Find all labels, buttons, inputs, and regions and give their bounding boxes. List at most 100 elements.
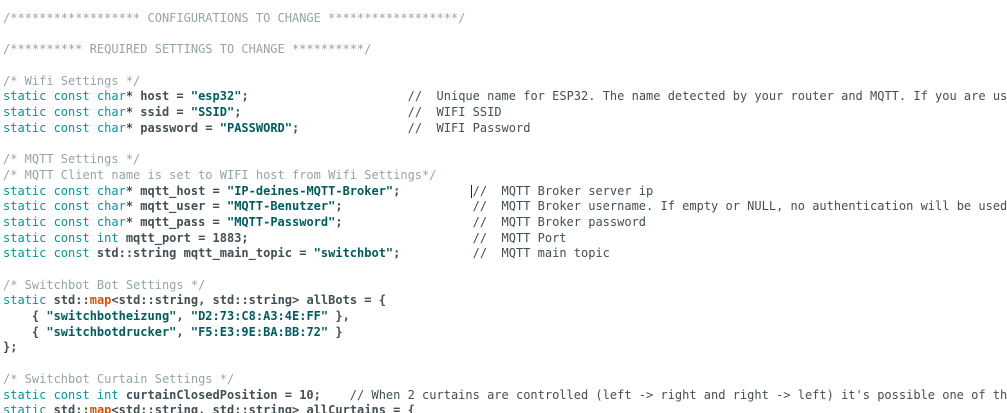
code-line[interactable]: /* Switchbot Bot Settings */	[3, 278, 1007, 294]
code-token: "MQTT-Benutzer"	[226, 199, 336, 214]
code-token: "PASSWORD"	[219, 120, 292, 135]
code-token: /* Switchbot Curtain Settings */	[3, 371, 235, 386]
code-token	[249, 231, 473, 245]
code-token: /* Wifi Settings */	[3, 73, 141, 88]
code-token: /* MQTT Client name is set to WIFI host …	[3, 167, 437, 182]
code-token: ,	[176, 309, 191, 324]
code-line[interactable]: /********** REQUIRED SETTINGS TO CHANGE …	[3, 42, 1007, 58]
code-token	[400, 184, 472, 198]
code-token: mqtt_port = 1883;	[118, 230, 249, 245]
code-token: }	[328, 324, 343, 339]
code-token: static	[3, 293, 47, 308]
code-token: /****************** CONFIGURATIONS TO CH…	[3, 11, 466, 25]
code-token: "MQTT-Password"	[226, 214, 336, 229]
code-token: /* Switchbot Bot Settings */	[3, 277, 206, 292]
code-line[interactable]	[3, 58, 1007, 74]
code-token: static	[3, 403, 47, 413]
code-token: * password =	[125, 120, 220, 135]
code-line[interactable]: static const char* mqtt_pass = "MQTT-Pas…	[3, 215, 1007, 231]
code-token: ;	[335, 214, 343, 229]
code-line[interactable]: static std::map<std::string, std::string…	[3, 293, 1007, 309]
code-token: ;	[393, 246, 401, 261]
code-token: // MQTT main topic	[472, 246, 610, 261]
code-line[interactable]: static const int mqtt_port = 1883; // MQ…	[3, 231, 1007, 247]
code-token: static const char	[3, 120, 126, 135]
code-line[interactable]	[3, 27, 1007, 43]
code-token: // MQTT Broker server ip	[472, 183, 654, 198]
code-token: ;	[393, 183, 401, 198]
code-token: // MQTT Broker password	[472, 214, 647, 229]
code-line[interactable]: static const int curtainClosedPosition =…	[3, 388, 1007, 404]
code-token: * host =	[125, 89, 191, 104]
code-line[interactable]: /* Switchbot Curtain Settings */	[3, 372, 1007, 388]
code-line[interactable]: /****************** CONFIGURATIONS TO CH…	[3, 11, 1007, 27]
code-token: static const	[3, 246, 90, 261]
code-token: * mqtt_pass =	[125, 214, 227, 229]
code-line[interactable]: };	[3, 340, 1007, 356]
code-token: std::	[46, 403, 90, 413]
code-token: /********** REQUIRED SETTINGS TO CHANGE …	[3, 42, 372, 57]
code-line[interactable]: static std::map<std::string, std::string…	[3, 403, 1007, 413]
code-token	[343, 215, 473, 229]
code-token: // When 2 curtains are controlled (left …	[349, 387, 1007, 402]
code-token	[343, 199, 473, 213]
code-token: {	[3, 324, 47, 339]
code-token: // Unique name for ESP32. The name detec…	[407, 89, 1007, 104]
code-token: "switchbot"	[313, 246, 394, 261]
code-line[interactable]: static const char* ssid = "SSID"; // WIF…	[3, 105, 1007, 121]
code-token: static const char	[3, 105, 126, 120]
code-token: "switchbotheizung"	[46, 309, 177, 324]
code-token: <std::string, std::string> allBots = {	[111, 293, 386, 308]
code-line[interactable]: { "switchbotheizung", "D2:73:C8:A3:4E:FF…	[3, 309, 1007, 325]
code-line[interactable]: { "switchbotdrucker", "F5:E3:9E:BA:BB:72…	[3, 325, 1007, 341]
code-token: ,	[176, 324, 191, 339]
code-token: // WIFI SSID	[407, 105, 502, 120]
code-token: static const char	[3, 214, 126, 229]
code-token: ;	[335, 199, 343, 214]
code-token: // MQTT Port	[472, 230, 567, 245]
code-token: /* MQTT Settings */	[3, 152, 141, 167]
code-line[interactable]	[3, 137, 1007, 153]
code-token	[249, 89, 408, 103]
code-line[interactable]: /* Wifi Settings */	[3, 74, 1007, 90]
text-cursor	[470, 185, 473, 199]
code-line[interactable]	[3, 356, 1007, 372]
code-line[interactable]: static const char* mqtt_host = "IP-deine…	[3, 184, 1007, 200]
code-token: ;	[292, 120, 300, 135]
code-line[interactable]: static const std::string mqtt_main_topic…	[3, 246, 1007, 262]
code-token: curtainClosedPosition = 10;	[118, 387, 321, 402]
code-token: * mqtt_host =	[125, 183, 227, 198]
code-token: * mqtt_user =	[125, 199, 227, 214]
code-token: map	[89, 293, 112, 308]
code-token: static const int	[3, 230, 119, 245]
code-token: {	[3, 309, 47, 324]
code-token: map	[89, 403, 112, 413]
code-token: * ssid =	[125, 105, 191, 120]
code-token	[241, 105, 407, 119]
code-lines: /****************** CONFIGURATIONS TO CH…	[3, 11, 1007, 413]
code-token	[299, 121, 407, 135]
code-token	[321, 388, 350, 402]
code-line[interactable]: /* MQTT Settings */	[3, 152, 1007, 168]
code-line[interactable]: static const char* host = "esp32"; // Un…	[3, 89, 1007, 105]
code-token: "IP-deines-MQTT-Broker"	[226, 183, 394, 198]
code-token	[400, 246, 472, 260]
code-token: static const char	[3, 199, 126, 214]
code-token: // WIFI Password	[407, 120, 531, 135]
code-line[interactable]: static const char* mqtt_user = "MQTT-Ben…	[3, 199, 1007, 215]
code-token: static const int	[3, 387, 119, 402]
code-line[interactable]	[3, 262, 1007, 278]
code-token: "switchbotdrucker"	[46, 324, 177, 339]
code-token: std::	[46, 293, 90, 308]
code-token: "D2:73:C8:A3:4E:FF"	[190, 309, 329, 324]
code-token: static const char	[3, 89, 126, 104]
code-token: static const char	[3, 183, 126, 198]
code-line[interactable]: /* MQTT Client name is set to WIFI host …	[3, 168, 1007, 184]
code-line[interactable]: static const char* password = "PASSWORD"…	[3, 121, 1007, 137]
code-token: // MQTT Broker username. If empty or NUL…	[472, 199, 1007, 214]
code-token: ;	[234, 105, 242, 120]
code-token: "SSID"	[190, 105, 235, 120]
code-token: },	[328, 309, 350, 324]
code-token: "esp32"	[190, 89, 242, 104]
